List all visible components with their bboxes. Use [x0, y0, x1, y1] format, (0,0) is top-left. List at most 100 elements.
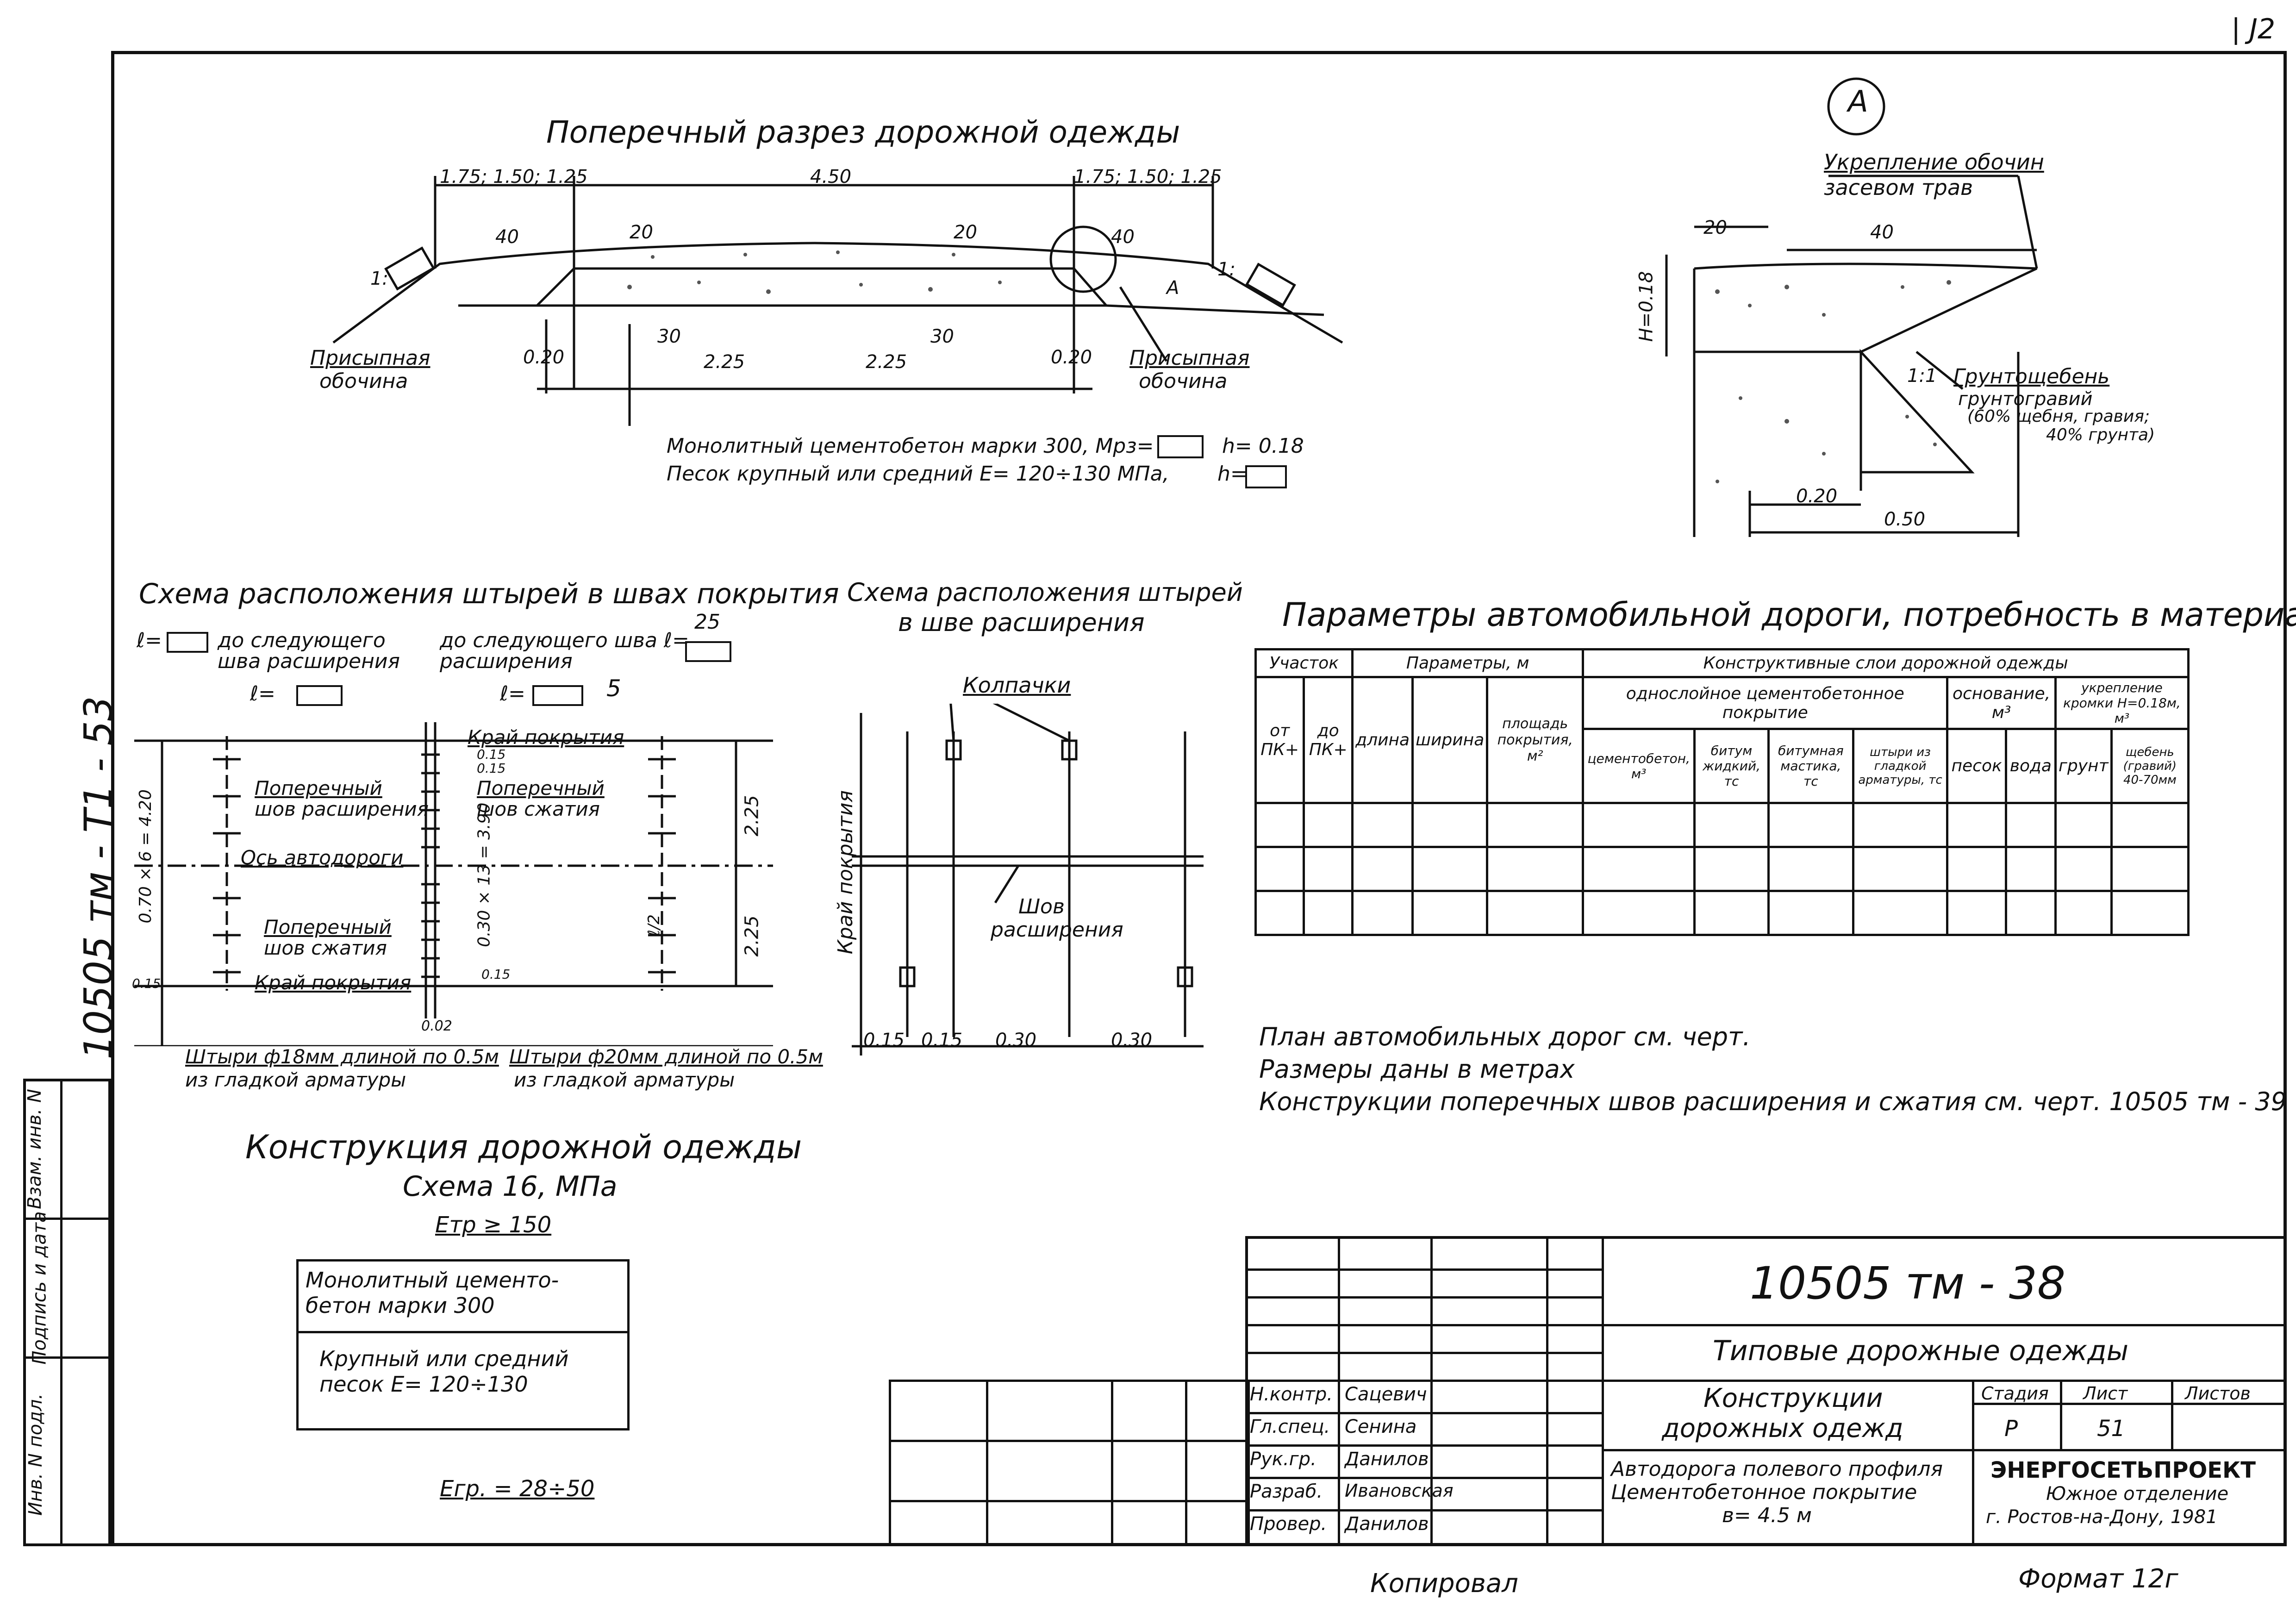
tb-desc-3: в= 4.5 м [1722, 1504, 1812, 1527]
tb-desc-1: Автодорога полевого профиля [1611, 1457, 1943, 1481]
tb-col [1972, 1380, 1974, 1546]
dowels-l-right-blank2 [532, 685, 583, 706]
dowels-l-left-2: ℓ= [250, 682, 276, 706]
cs-slope-right: 40 [1111, 226, 1135, 248]
tb-col [1430, 1236, 1433, 1546]
dowels-hw-5: 5 [606, 675, 621, 702]
tb-row [1245, 1412, 1602, 1414]
detail-a-title1: Укрепление обочин [1824, 150, 2044, 175]
tb-sheet: 51 [2097, 1416, 2126, 1442]
tb-series: Типовые дорожные одежды [1713, 1335, 2128, 1367]
tb-row [1245, 1324, 1602, 1326]
tb-row [1245, 1380, 1602, 1382]
tb-name-2: Сенина [1345, 1416, 1417, 1437]
dowels-015-d: 0.15 [132, 976, 161, 991]
tb-sheets-label: Листов [2185, 1383, 2251, 1404]
dowels-note-right-1: Штыри ф20мм длиной по 0.5м [509, 1045, 823, 1068]
tb-row [1245, 1296, 1602, 1299]
tb-row [1602, 1324, 2287, 1326]
dowels-note-left-2: из гладкой арматуры [185, 1068, 406, 1091]
exp-edge: Край покрытия [833, 790, 857, 955]
tb-role-3: Рук.гр. [1250, 1449, 1316, 1470]
dowels-002: 0.02 [421, 1018, 452, 1034]
dowels-note-left-1: Штыри ф18мм длиной по 0.5м [185, 1045, 499, 1068]
dowels-l-left-blank [167, 632, 208, 653]
tb-name-4: Ивановская [1345, 1480, 1454, 1501]
cs-left-shoulder-1: Присыпная [310, 346, 430, 370]
dowels-015-b: 0.15 [477, 761, 506, 776]
cs-bd-5: 30 [930, 326, 954, 347]
detail-a-drawing [1665, 77, 2038, 537]
dowels-015-c: 0.15 [481, 967, 511, 982]
tb-col [1602, 1236, 1604, 1546]
params-col-cb: цементобетон, м³ [1582, 728, 1696, 804]
cs-layer2: Песок крупный или средний Е= 120÷130 МПа… [667, 462, 1169, 486]
tb-col [1338, 1236, 1340, 1546]
dowels-os: Ось автодороги [241, 846, 404, 869]
dowels-pop-rash-1: Поперечный [255, 777, 382, 800]
expansion-drawing [852, 704, 1204, 1056]
exp-dim-3: 0.30 [995, 1030, 1037, 1051]
tb-name-title-2: дорожных одежд [1662, 1413, 1903, 1443]
tb-row [1245, 1509, 1602, 1512]
dowels-hw-25: 25 [694, 610, 720, 634]
cs-right-shoulder-2: обочина [1139, 369, 1228, 393]
tb-col [2060, 1380, 2062, 1449]
params-h-param: Параметры, м [1351, 648, 1585, 678]
cs-slope-left: 40 [495, 226, 519, 248]
cs-layer1-blank [1157, 435, 1204, 458]
cs-right-shoulder-1: Присыпная [1129, 346, 1250, 370]
copied: Копировал [1370, 1568, 1518, 1599]
dowels-225-a: 2.25 [741, 795, 763, 837]
dowels-kray-top: Край покрытия [468, 726, 624, 749]
dowels-b-dim2: 0.30 × 13 = 3.90 [474, 802, 494, 947]
params-col-voda: вода [2004, 728, 2057, 804]
corner-mark: | J2 [2231, 13, 2276, 45]
dowels-l-right-text2: расширения [440, 650, 573, 673]
side-stamp-vzam: Взам. инв. N [24, 1089, 45, 1209]
dowels-225-b: 2.25 [741, 915, 763, 957]
dowels-015-a: 0.15 [477, 747, 506, 762]
params-col-grunt: грунт [2054, 728, 2113, 804]
detail-a-020: 0.20 [1796, 486, 1838, 507]
exp-joint-1: Шов [1018, 895, 1065, 918]
construction-layer1-1: Монолитный цементо- [306, 1268, 559, 1293]
dowels-pop-szh-2: шов сжатия [477, 798, 600, 820]
cs-bd-1: 0.20 [523, 347, 565, 368]
params-title: Параметры автомобильной дороги, потребно… [1282, 596, 2296, 634]
params-col-mast: битумная мастика, тс [1767, 728, 1854, 804]
dowels-pop-szh2-1: Поперечный [264, 916, 392, 938]
tb-name-5: Данилов [1345, 1513, 1429, 1535]
detail-a-050: 0.50 [1884, 509, 1926, 530]
tb-row [1972, 1403, 2287, 1405]
exp-dim-1: 0.15 [863, 1030, 905, 1051]
params-row [1254, 802, 2190, 848]
construction-egr: Егр. = 28÷50 [440, 1476, 595, 1502]
detail-a-h: Н=0.18 [1635, 271, 1657, 342]
tb-row [1602, 1380, 2287, 1382]
exp-caps: Колпачки [963, 673, 1071, 698]
tb-code: 10505 тм - 38 [1750, 1257, 2066, 1309]
tb-org3: г. Ростов-на-Дону, 1981 [1986, 1506, 2218, 1528]
cs-callout-a: A [1167, 277, 1179, 299]
tb-name-title-1: Конструкции [1703, 1383, 1883, 1413]
tb-grid-line [1111, 1380, 1113, 1546]
params-row [1254, 846, 2190, 892]
exp-joint-2: расширения [991, 918, 1123, 942]
params-col-ploshad: площадь покрытия, м² [1486, 676, 1585, 804]
cross-section-title: Поперечный разрез дорожной одежды [546, 114, 1180, 150]
construction-layer2-1: Крупный или средний [319, 1346, 569, 1371]
construction-layer2-2: песок Е= 120÷130 [319, 1372, 528, 1397]
cs-layer2-h: h= [1217, 462, 1248, 486]
side-stamp-inv: Инв. N подл. [25, 1393, 47, 1516]
params-h-uchastok: Участок [1254, 648, 1354, 678]
params-col-do: до ПК+ [1303, 676, 1354, 804]
detail-a-gravel-3: (60% щебня, гравия; [1967, 407, 2150, 426]
dowels-l-left-text2: шва расширения [218, 650, 400, 673]
detail-a-gravel-4: 40% грунта) [2046, 425, 2155, 444]
params-col-shirina: ширина [1411, 676, 1489, 804]
params-h-single: однослойное цементобетонное покрытие [1582, 676, 1949, 730]
params-h-base: основание, м³ [1946, 676, 2057, 730]
sheet-margin-code: 10505 тм - Т1 - 53 [75, 696, 121, 1060]
dowels-l-right-blank [685, 641, 731, 662]
